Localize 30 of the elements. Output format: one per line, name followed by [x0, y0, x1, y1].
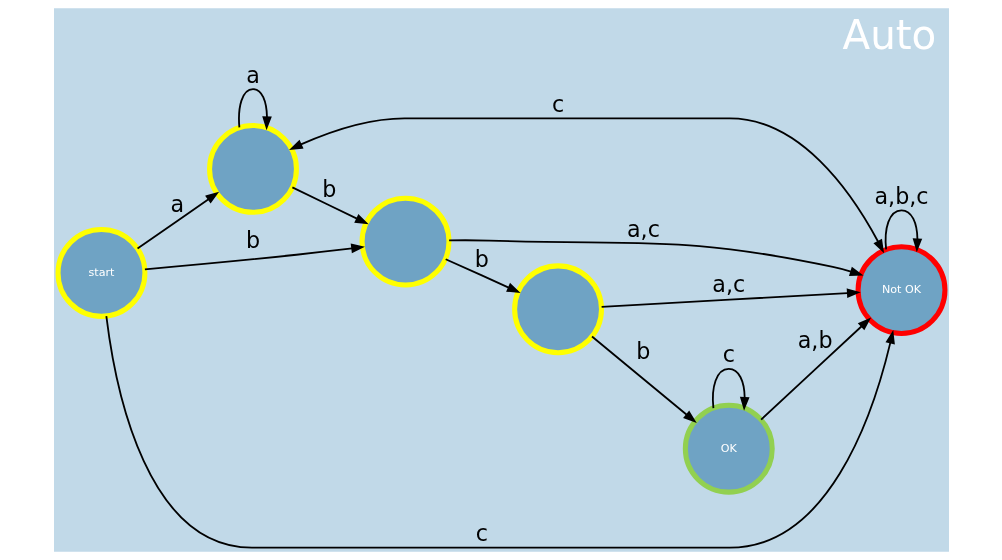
node-circle — [359, 195, 451, 288]
edge-label: c — [475, 520, 488, 547]
edge-label: b — [474, 246, 489, 273]
arrow — [711, 367, 750, 411]
arrow — [237, 88, 272, 131]
edge-label: b — [245, 227, 260, 254]
arrow — [104, 315, 895, 549]
edge-label: a — [169, 190, 184, 217]
arrow — [447, 239, 863, 276]
arrow — [136, 191, 219, 250]
edge-label: c — [551, 90, 564, 117]
arrow — [759, 317, 871, 421]
arrow — [600, 288, 861, 308]
edge-label: c — [722, 341, 735, 368]
edge-label: b — [635, 338, 650, 365]
edge-label: a — [245, 61, 260, 88]
arrow — [590, 335, 697, 424]
diagram-title: Auto — [842, 10, 936, 59]
arrow — [884, 209, 922, 253]
edge-label: a,c — [711, 270, 745, 297]
edge-label: a,b,c — [873, 182, 929, 209]
node-circle — [511, 263, 604, 356]
node-circle: start — [55, 226, 147, 319]
arrow — [444, 258, 521, 293]
edge-label: a,c — [626, 216, 660, 243]
edge-label: a,b — [797, 327, 833, 354]
arrow — [288, 117, 884, 254]
arrow — [143, 243, 365, 271]
arrow — [290, 186, 369, 225]
edge-label: b — [321, 175, 336, 202]
